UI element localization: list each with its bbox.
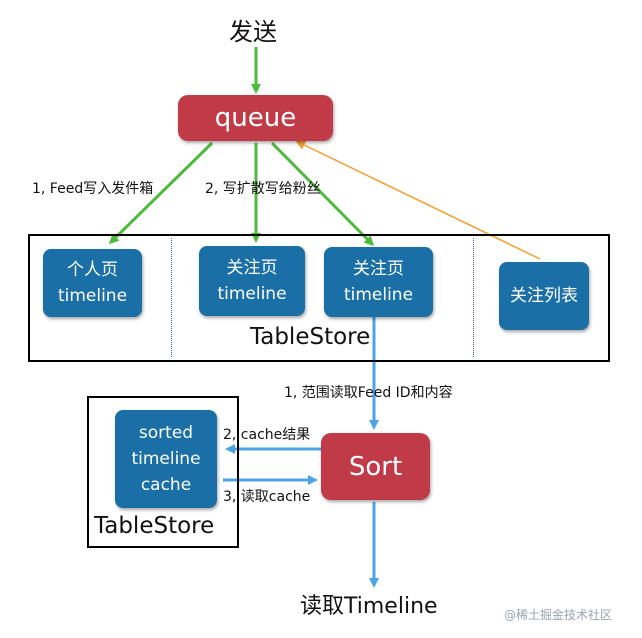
sorted-cache-line3: cache: [140, 475, 192, 495]
follow-list-label: 关注列表: [510, 286, 578, 306]
arrow-queue-to-personal: [108, 141, 214, 245]
follow-timeline-2-line1: 关注页: [353, 259, 404, 279]
personal-timeline-line2: timeline: [57, 286, 128, 306]
sorted-cache-line1: sorted: [138, 423, 194, 443]
edge-label-feed-write: 1, Feed写入发件箱: [32, 181, 154, 197]
arrow-followlist-to-queue: [295, 140, 541, 260]
sorted-cache-box: sorted timeline cache: [115, 410, 217, 508]
arrow-queue-to-follow2: [270, 141, 375, 247]
personal-timeline-box: 个人页 timeline: [43, 249, 142, 317]
divider-2: [473, 238, 474, 357]
follow-timeline-box-2: 关注页 timeline: [324, 247, 433, 317]
tablestore-left-label: TableStore: [94, 513, 215, 539]
watermark: @稀土掘金技术社区: [504, 608, 613, 622]
read-timeline-label: 读取Timeline: [300, 594, 438, 619]
follow-timeline-2-line2: timeline: [343, 285, 414, 305]
tablestore-top-frame: [28, 234, 610, 362]
sort-label: Sort: [348, 451, 403, 482]
follow-timeline-1-line1: 关注页: [226, 258, 278, 278]
personal-timeline-line1: 个人页: [67, 260, 118, 280]
divider-1: [171, 238, 172, 357]
queue-node: queue: [178, 95, 333, 141]
follow-timeline-1-line2: timeline: [217, 284, 287, 304]
edge-label-cache-result: 2, cache结果: [223, 427, 311, 443]
edge-label-fanout-write: 2, 写扩散写给粉丝: [205, 181, 321, 197]
sorted-cache-line2: timeline: [131, 449, 201, 469]
edge-label-read-cache: 3, 读取cache: [223, 489, 311, 505]
send-label: 发送: [229, 18, 277, 46]
tablestore-top-label: TableStore: [250, 324, 371, 350]
tablestore-left-frame: [87, 396, 239, 548]
edge-label-range-read: 1, 范围读取Feed ID和内容: [284, 385, 453, 401]
follow-list-box: 关注列表: [499, 262, 589, 330]
follow-timeline-box-1: 关注页 timeline: [199, 246, 305, 316]
sort-node: Sort: [321, 433, 430, 500]
queue-label: queue: [214, 103, 297, 133]
